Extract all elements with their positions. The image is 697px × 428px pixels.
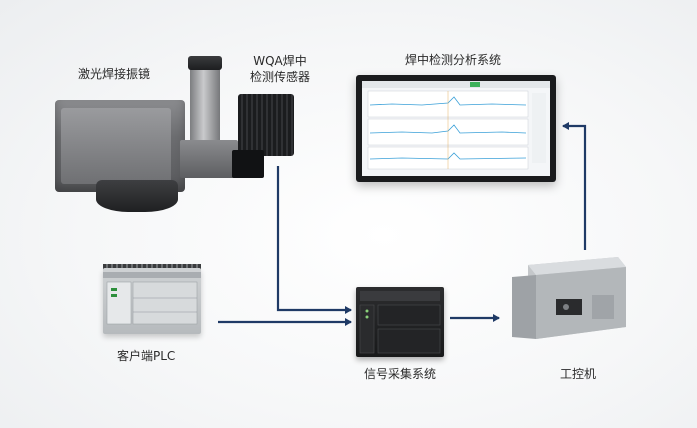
connector-ipc-to-monitor: [562, 122, 587, 250]
daq-front-panel: [359, 291, 441, 354]
plc-front-panel: [103, 272, 201, 325]
connector-sensor-to-daq: [276, 166, 352, 314]
scanner-mount: [180, 140, 238, 178]
screen-waveforms: [362, 81, 550, 170]
sensor-body: [238, 94, 294, 156]
industrial-pc-device: [508, 255, 628, 345]
monitor-screen: [362, 81, 550, 176]
scanner-housing: [55, 100, 185, 192]
label-wqa-sensor-line2: 检测传感器: [249, 70, 310, 84]
label-wqa-sensor-line1: WQA焊中: [253, 54, 307, 68]
analysis-monitor: [356, 75, 556, 182]
sensor-base: [232, 150, 264, 178]
ipc-chassis: [512, 257, 626, 339]
signal-acquisition-device: [356, 287, 444, 357]
scanner-lens: [96, 180, 178, 212]
label-plc: 客户端PLC: [117, 349, 176, 363]
label-analysis-system: 焊中检测分析系统: [405, 53, 502, 67]
label-industrial-pc: 工控机: [560, 367, 597, 381]
label-signal-acquisition: 信号采集系统: [364, 367, 437, 381]
screen-run-button: [470, 82, 480, 87]
plc-device: [103, 268, 201, 334]
label-laser-scanner: 激光焊接振镜: [78, 67, 151, 81]
label-wqa-sensor: WQA焊中 检测传感器: [244, 53, 316, 85]
plc-rail: [103, 264, 201, 270]
